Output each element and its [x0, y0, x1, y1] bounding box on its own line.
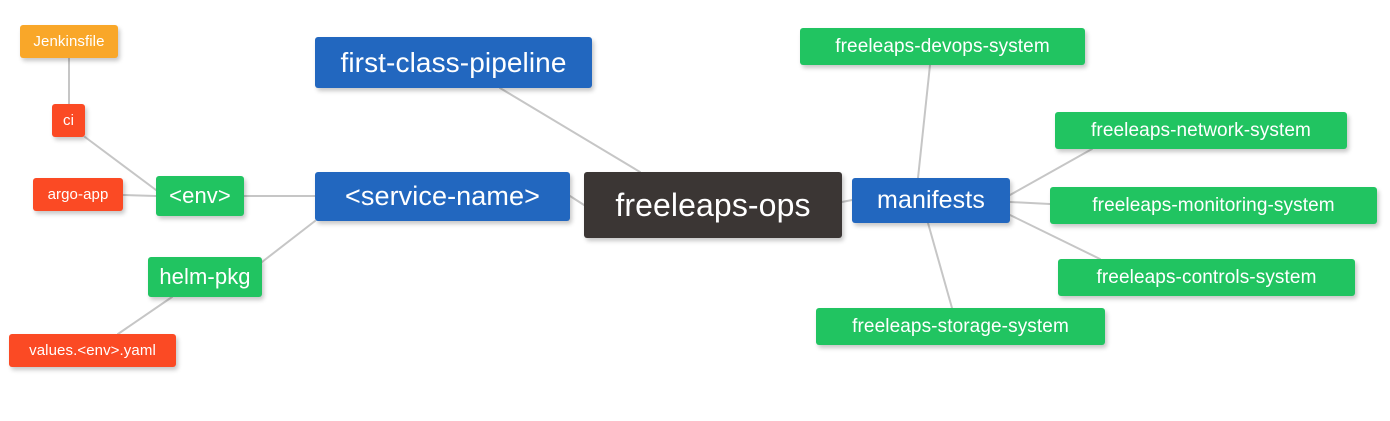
edge-service-name-to-freeleaps-ops [569, 195, 585, 206]
node-label-helm-pkg: helm-pkg [159, 264, 251, 289]
node-label-env: <env> [169, 183, 231, 208]
node-label-freeleaps-monitoring-system: freeleaps-monitoring-system [1092, 195, 1335, 216]
node-label-freeleaps-devops-system: freeleaps-devops-system [835, 36, 1050, 57]
edge-helm-pkg-to-values-yaml [117, 296, 173, 335]
node-label-jenkinsfile: Jenkinsfile [33, 33, 105, 50]
node-freeleaps-controls-system[interactable]: freeleaps-controls-system [1058, 259, 1355, 296]
edge-manifests-to-freeleaps-storage-system [927, 222, 953, 309]
edge-first-class-pipeline-to-freeleaps-ops [499, 87, 641, 173]
node-helm-pkg[interactable]: helm-pkg [148, 257, 262, 297]
node-freeleaps-monitoring-system[interactable]: freeleaps-monitoring-system [1050, 187, 1377, 224]
node-freeleaps-network-system[interactable]: freeleaps-network-system [1055, 112, 1347, 149]
edge-manifests-to-freeleaps-monitoring-system [1009, 201, 1051, 205]
node-label-freeleaps-storage-system: freeleaps-storage-system [852, 316, 1069, 337]
node-label-freeleaps-ops: freeleaps-ops [615, 187, 811, 223]
node-service-name[interactable]: <service-name> [315, 172, 570, 221]
node-freeleaps-storage-system[interactable]: freeleaps-storage-system [816, 308, 1105, 345]
node-label-argo-app: argo-app [47, 186, 109, 203]
node-label-service-name: <service-name> [345, 181, 540, 211]
node-ci[interactable]: ci [52, 104, 85, 137]
node-freeleaps-ops[interactable]: freeleaps-ops [584, 172, 842, 238]
edge-freeleaps-ops-to-manifests [841, 199, 853, 203]
node-env[interactable]: <env> [156, 176, 244, 216]
node-argo-app[interactable]: argo-app [33, 178, 123, 211]
node-label-first-class-pipeline: first-class-pipeline [340, 46, 567, 78]
node-label-freeleaps-controls-system: freeleaps-controls-system [1096, 267, 1317, 288]
node-freeleaps-devops-system[interactable]: freeleaps-devops-system [800, 28, 1085, 65]
node-jenkinsfile[interactable]: Jenkinsfile [20, 25, 118, 58]
edge-service-name-to-helm-pkg [261, 220, 316, 263]
node-label-values-yaml: values.<env>.yaml [29, 342, 156, 359]
edge-argo-app-to-env [122, 194, 157, 197]
node-first-class-pipeline[interactable]: first-class-pipeline [315, 37, 592, 88]
node-label-manifests: manifests [877, 186, 985, 214]
edge-manifests-to-freeleaps-devops-system [917, 64, 931, 179]
node-label-freeleaps-network-system: freeleaps-network-system [1091, 120, 1311, 141]
node-values-yaml[interactable]: values.<env>.yaml [9, 334, 176, 367]
node-label-ci: ci [62, 112, 75, 129]
node-manifests[interactable]: manifests [852, 178, 1010, 223]
